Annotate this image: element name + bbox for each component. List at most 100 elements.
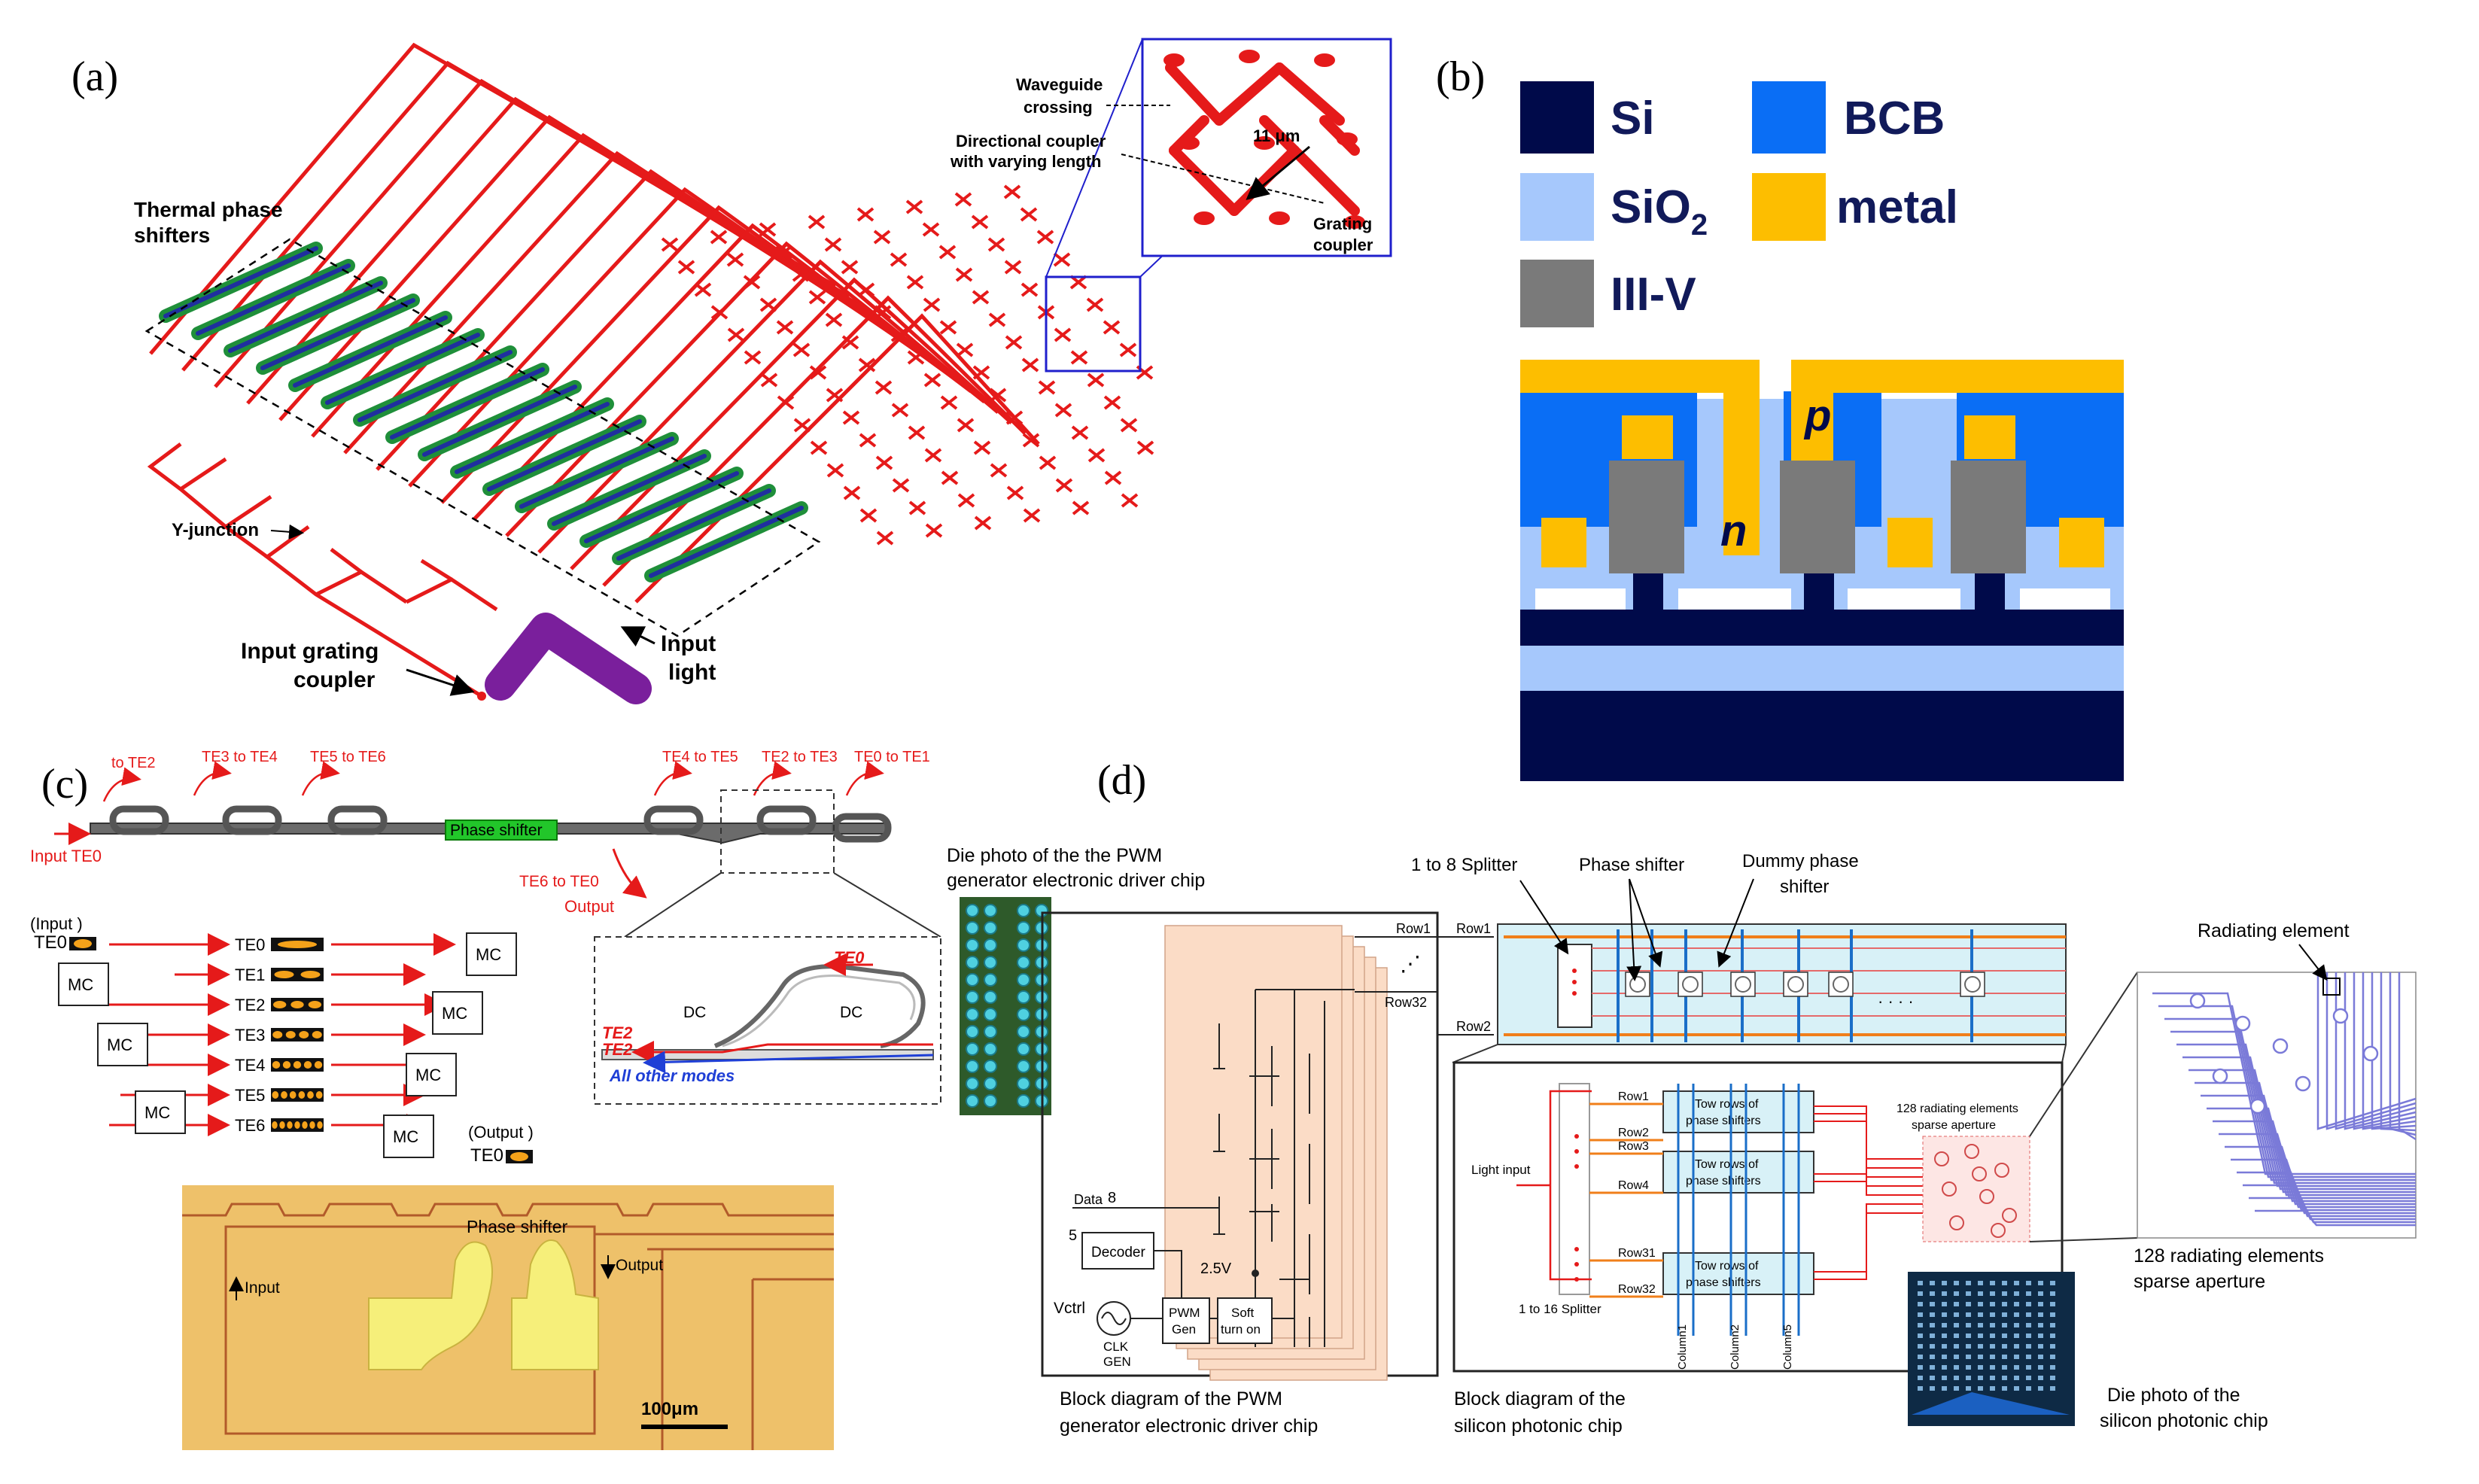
inset-waveguide [1274, 62, 1345, 126]
grating-element [661, 237, 679, 252]
label-grating-coupler-2: coupler [1313, 236, 1373, 254]
grating-element [808, 214, 826, 230]
conversion-arrow [301, 761, 340, 796]
grating-element [810, 440, 828, 455]
ps-pointer-1 [1626, 878, 1642, 981]
si-die-cell [1990, 1333, 1995, 1338]
si-die-cell [2038, 1376, 2043, 1380]
radiating-trace [2371, 972, 2417, 1130]
mode-lobe [315, 1091, 323, 1099]
si-die-cell [1978, 1323, 1983, 1327]
legend-swatch-bcb [1752, 81, 1826, 154]
legend-swatch-si [1520, 81, 1594, 154]
conversion-arrow [193, 761, 232, 796]
layout-phase-shifter [1625, 972, 1650, 997]
microring-loop [756, 805, 817, 835]
grating-element [1119, 342, 1137, 357]
si-die-cell [1954, 1376, 1959, 1380]
splitter-dot [1574, 1277, 1579, 1282]
radiating-element [2249, 1098, 2266, 1115]
si-die-cell [2014, 1291, 2019, 1296]
si-die-cell [2014, 1302, 2019, 1306]
mode-lobe [272, 1091, 279, 1099]
si-die-cell [1930, 1376, 1935, 1380]
micrograph-heater-1 [368, 1241, 493, 1370]
mode-lobe [303, 1061, 312, 1069]
grating-element [1053, 252, 1071, 267]
die-pad [966, 1077, 979, 1090]
output-waveguide [1814, 1212, 1923, 1280]
si-die-cell [2038, 1355, 2043, 1359]
si-die-cell [2038, 1386, 2043, 1391]
die-pad [966, 1025, 979, 1038]
two-rows-block [1662, 1090, 1814, 1133]
radiating-element [2362, 1045, 2379, 1062]
si-die-cell [1966, 1344, 1971, 1349]
phase-shifter-heater [228, 281, 383, 353]
grating-element [1071, 425, 1089, 440]
dummy-label-1: Dummy phase [1742, 851, 1859, 871]
inset-waveguide [1259, 115, 1300, 156]
radiating-trace [2213, 1120, 2416, 1206]
si-die-cell [2026, 1376, 2031, 1380]
output-label: Output [564, 897, 614, 916]
cross-section: n p [1520, 360, 2124, 781]
grating-element [874, 380, 893, 395]
sparse-element [1972, 1166, 1987, 1181]
y-junction-branch [263, 525, 483, 698]
si-die-cell [2002, 1365, 2007, 1370]
si-die-cell [1990, 1386, 1995, 1391]
row2-label-b: Row2 [1456, 1019, 1491, 1034]
si-die-cell [2050, 1376, 2055, 1380]
die-pad [984, 990, 997, 1004]
ladder-te0-out: TE0 [470, 1145, 503, 1166]
block-pwm-2: generator electronic driver chip [1060, 1416, 1318, 1437]
output-waveguide [1814, 1173, 1923, 1187]
phase-shifter-heater [552, 454, 707, 526]
grating-element [1121, 493, 1139, 508]
radiating-trace [2325, 972, 2417, 1130]
grating-element [891, 403, 909, 418]
die-pad [984, 973, 997, 987]
si-die-cell [2014, 1281, 2019, 1285]
grating-element [938, 245, 957, 260]
si-device-layer [1520, 610, 2124, 646]
metal-small-3 [2059, 518, 2104, 567]
micrograph-waveguide [182, 1203, 834, 1217]
trench-2 [1678, 588, 1791, 610]
si-die-cell [1930, 1355, 1935, 1359]
radiating-trace [2164, 1017, 2416, 1181]
micrograph-phase-shifter: Phase shifter [467, 1217, 568, 1236]
si-die-cell [1918, 1355, 1923, 1359]
si-die-cell [1930, 1302, 1935, 1306]
iiiv-3 [1951, 461, 2026, 573]
inset-grating [1179, 136, 1200, 150]
grating-element [743, 275, 761, 290]
mode-converter-box [135, 1090, 186, 1134]
si-die-cell [1966, 1302, 1971, 1306]
y-junction-branch [315, 570, 408, 604]
si-die-cell [2002, 1281, 2007, 1285]
radiating-trace [2195, 1081, 2416, 1197]
y-junction-branch [177, 457, 269, 559]
conversion-label: to TE2 [111, 755, 156, 771]
die-pad [1017, 1025, 1030, 1038]
phase-shifter-heater [616, 488, 771, 561]
conversion-arrow [653, 761, 692, 796]
grating-element [694, 282, 712, 297]
grating-element [856, 207, 874, 222]
si-die-cell [1990, 1355, 1995, 1359]
si-die-cell [1918, 1291, 1923, 1296]
si-die-cell [1942, 1302, 1947, 1306]
grating-element [908, 500, 926, 515]
grating-element [1023, 508, 1041, 523]
grating-element [875, 455, 893, 470]
die-pad [1017, 973, 1030, 987]
si-die-cell [1942, 1333, 1947, 1338]
si-die-cell [1954, 1323, 1959, 1327]
radiating-traces [2152, 972, 2417, 1227]
input-light-pointer [620, 626, 655, 647]
phase-shifter-heater [422, 385, 577, 457]
die-photo-pwm-1: Die photo of the the PWM [947, 845, 1162, 866]
grating-element [726, 252, 744, 267]
